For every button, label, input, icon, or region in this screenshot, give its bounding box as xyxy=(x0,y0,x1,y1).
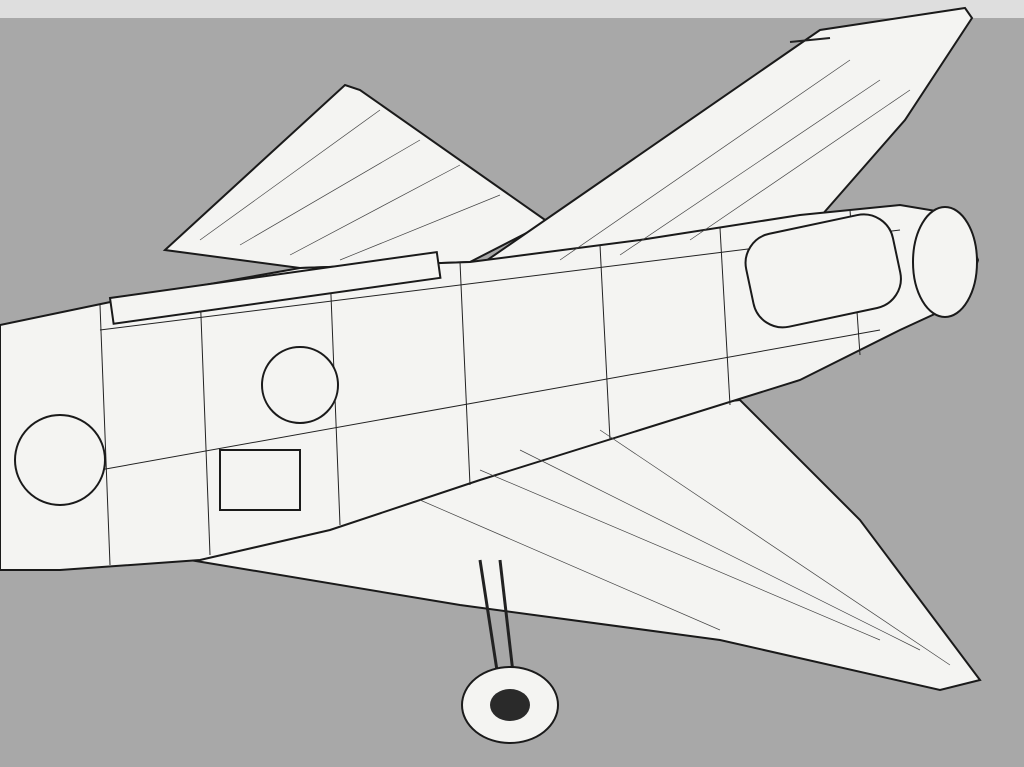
engine-nozzle xyxy=(912,206,978,318)
upper-wing xyxy=(162,83,550,270)
landing-gear xyxy=(461,559,559,744)
wing-ribs xyxy=(199,59,951,666)
pitot-probe xyxy=(789,37,831,43)
internal-pipes xyxy=(14,213,902,511)
top-paper-strip xyxy=(0,0,1024,18)
